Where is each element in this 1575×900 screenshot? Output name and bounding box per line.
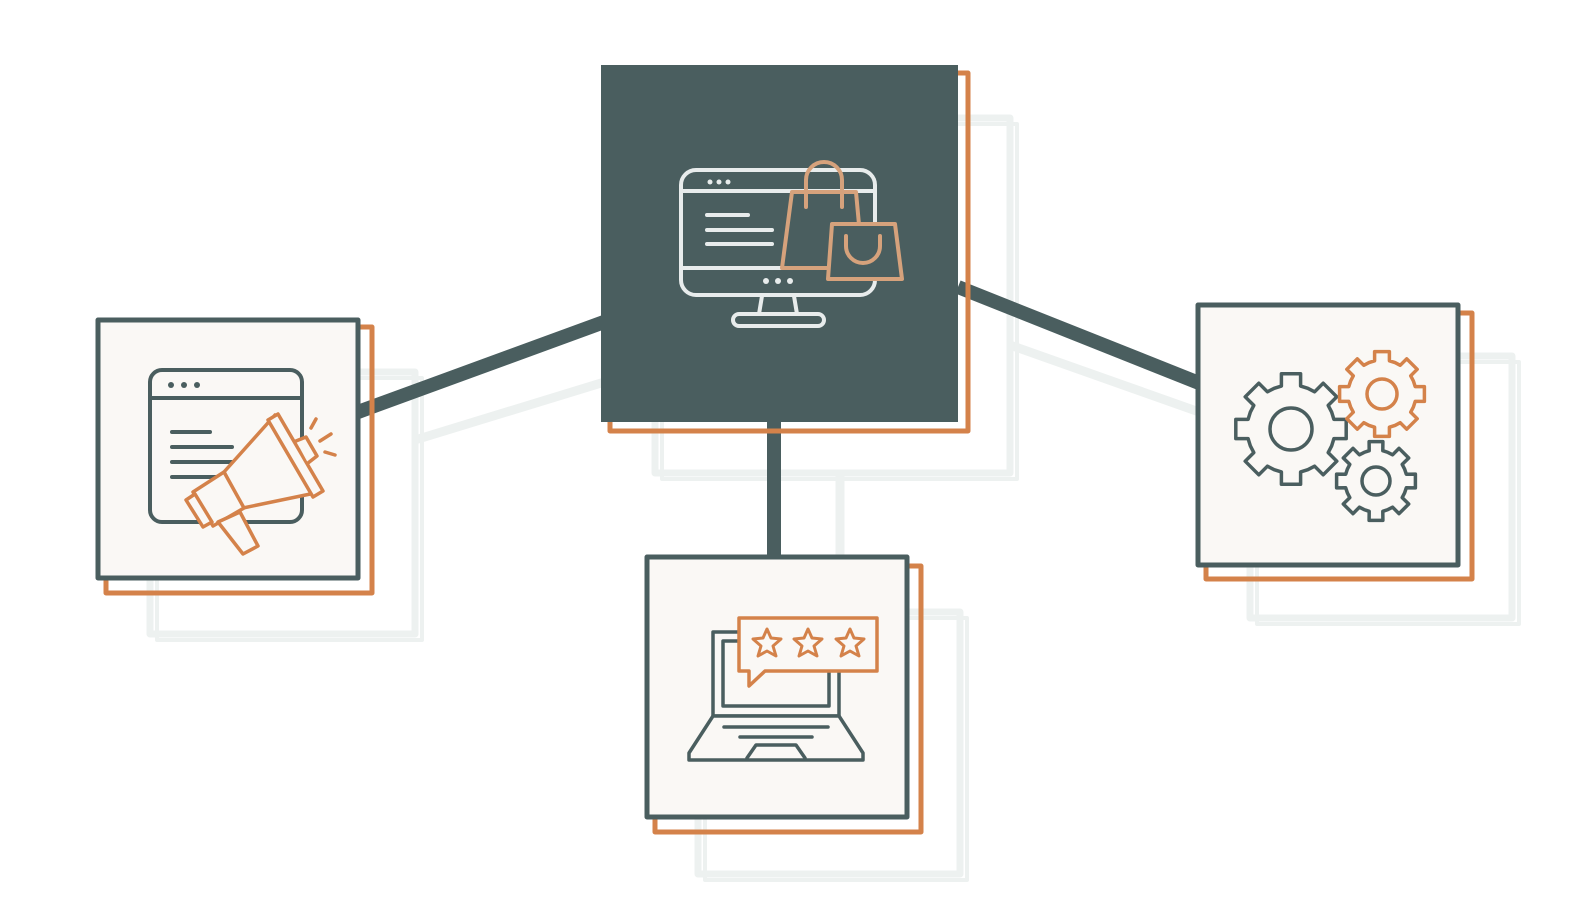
edge-layer: [355, 280, 1202, 557]
orange-gear-outline: [1337, 349, 1427, 439]
laptop-reviews-icon: [687, 616, 879, 762]
large-gear-outline: [1234, 372, 1348, 486]
operations-panel: [1195, 302, 1461, 568]
monitor-stand: [757, 294, 799, 316]
reviews-panel: [644, 554, 910, 820]
laptop-trackpad: [745, 743, 807, 760]
star-icon: [792, 627, 824, 658]
gears-icon: [1234, 349, 1427, 523]
megaphone-cap: [184, 492, 214, 529]
online-shopping-icon: [679, 160, 904, 328]
megaphone-icon: [184, 412, 337, 556]
small-gear-icon: [1334, 439, 1418, 523]
edge-hub-to-operations: [955, 280, 1202, 390]
edge-hub-to-marketing: [355, 315, 607, 419]
node-reviews[interactable]: [644, 554, 924, 835]
orange-gear-hub: [1365, 377, 1399, 411]
megaphone-handle: [216, 510, 260, 556]
small-gear-outline: [1334, 439, 1418, 523]
large-gear-icon: [1234, 372, 1348, 486]
shopping-bag-front-handle: [844, 234, 882, 265]
megaphone-rim: [266, 412, 325, 499]
digital-marketing-icon: [148, 368, 337, 556]
monitor-foot: [731, 312, 826, 328]
hub-panel: [601, 65, 958, 422]
star-icon: [751, 627, 783, 658]
orange-gear-icon: [1337, 349, 1427, 439]
small-gear-hub: [1360, 465, 1392, 497]
node-marketing[interactable]: [95, 317, 375, 596]
star-icon: [834, 627, 866, 658]
megaphone-mouthpiece: [294, 435, 319, 465]
node-ecommerce[interactable]: [601, 65, 971, 434]
shopping-bag-back-handle: [804, 160, 844, 209]
large-gear-hub: [1268, 406, 1314, 452]
node-operations[interactable]: [1195, 302, 1475, 582]
rating-stars: [751, 627, 866, 658]
shopping-bag-front: [826, 222, 904, 281]
